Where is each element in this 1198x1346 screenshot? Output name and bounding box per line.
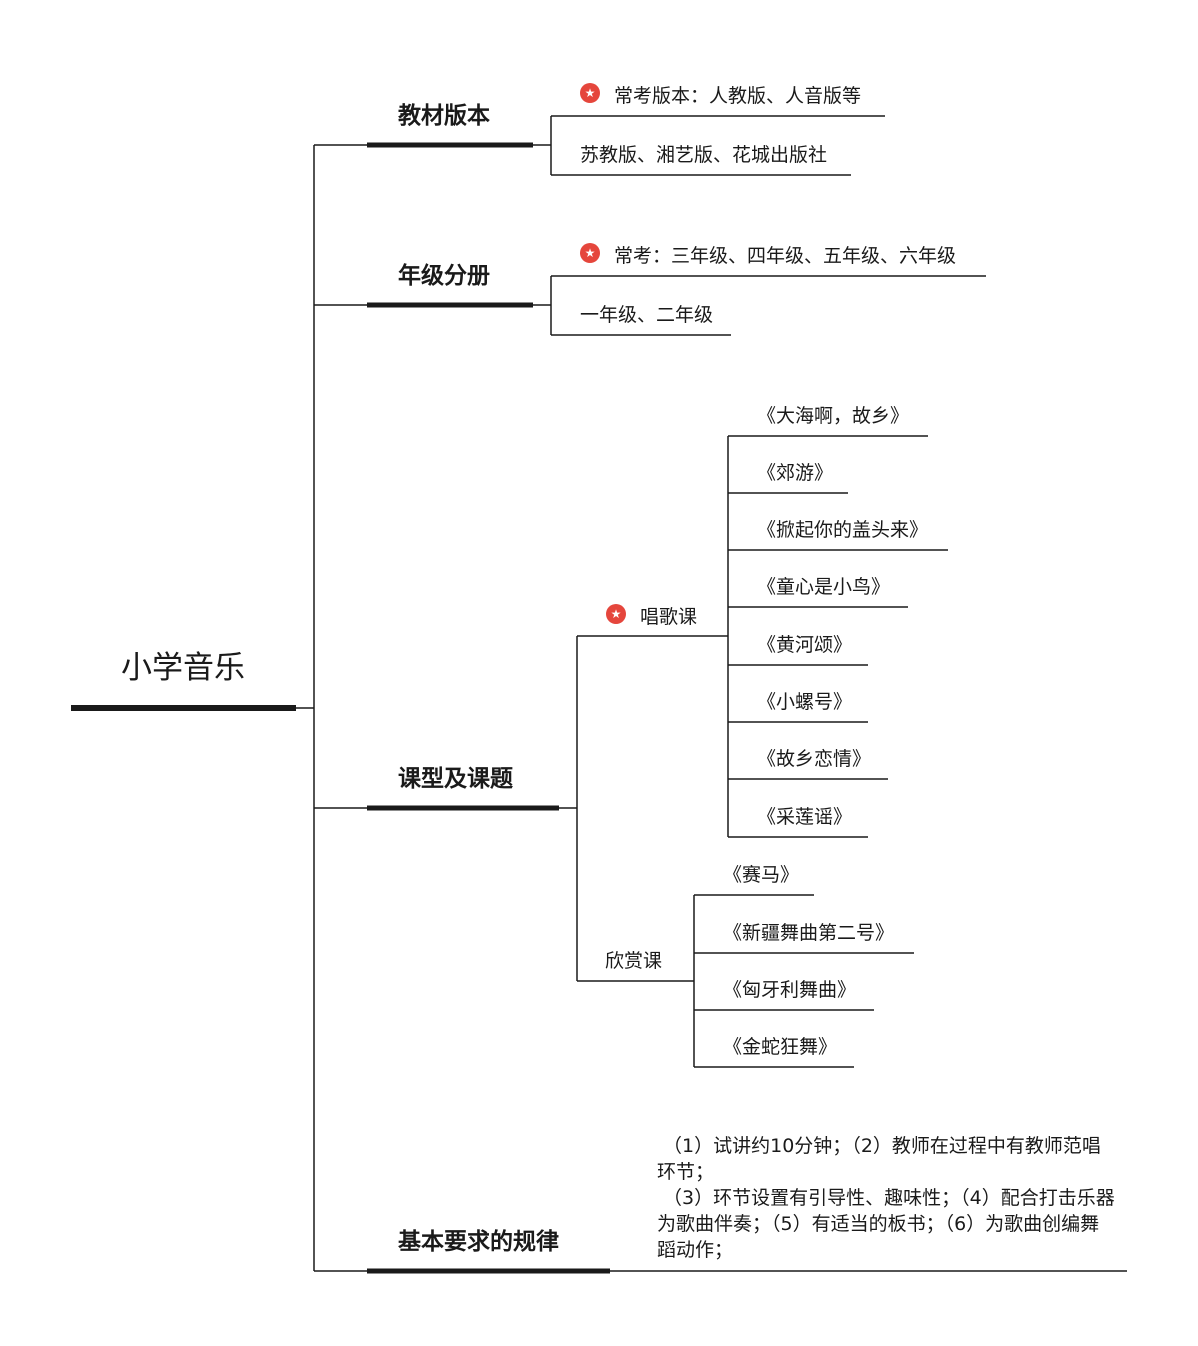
singing-song[interactable]: 《大海啊，故乡》 <box>757 405 910 427</box>
singing-song[interactable]: 《掀起你的盖头来》 <box>757 519 929 541</box>
star-icon: ★ <box>580 243 600 263</box>
singing-song[interactable]: 《采莲谣》 <box>757 806 853 828</box>
branch-lesson-types[interactable]: 课型及课题 <box>398 766 513 792</box>
singing-song[interactable]: 《黄河颂》 <box>757 634 853 656</box>
branch-textbook-version[interactable]: 教材版本 <box>398 103 490 129</box>
branch-basic-requirements[interactable]: 基本要求的规律 <box>398 1229 559 1255</box>
textbook-common-versions[interactable]: 常考版本：人教版、人音版等 <box>614 85 862 107</box>
appreciation-song[interactable]: 《新疆舞曲第二号》 <box>723 922 895 944</box>
root-topic[interactable]: 小学音乐 <box>121 650 245 686</box>
appreciation-song[interactable]: 《匈牙利舞曲》 <box>723 979 857 1001</box>
textbook-other-versions[interactable]: 苏教版、湘艺版、花城出版社 <box>580 144 828 166</box>
singing-song[interactable]: 《郊游》 <box>757 462 834 484</box>
singing-song[interactable]: 《小螺号》 <box>757 691 853 713</box>
appreciation-song[interactable]: 《金蛇狂舞》 <box>723 1036 838 1058</box>
singing-lesson[interactable]: 唱歌课 <box>640 606 698 628</box>
appreciation-lesson[interactable]: 欣赏课 <box>605 950 663 972</box>
requirements-text[interactable]: （1）试讲约10分钟；（2）教师在过程中有教师范唱环节； （3）环节设置有引导性… <box>657 1135 1115 1261</box>
star-icon: ★ <box>580 83 600 103</box>
star-icon: ★ <box>606 604 626 624</box>
grade-other[interactable]: 一年级、二年级 <box>580 304 714 326</box>
singing-song[interactable]: 《故乡恋情》 <box>757 748 872 770</box>
grade-common[interactable]: 常考：三年级、四年级、五年级、六年级 <box>614 245 957 267</box>
appreciation-song[interactable]: 《赛马》 <box>723 864 800 886</box>
branch-grade-volume[interactable]: 年级分册 <box>398 263 490 289</box>
singing-song[interactable]: 《童心是小鸟》 <box>757 576 891 598</box>
